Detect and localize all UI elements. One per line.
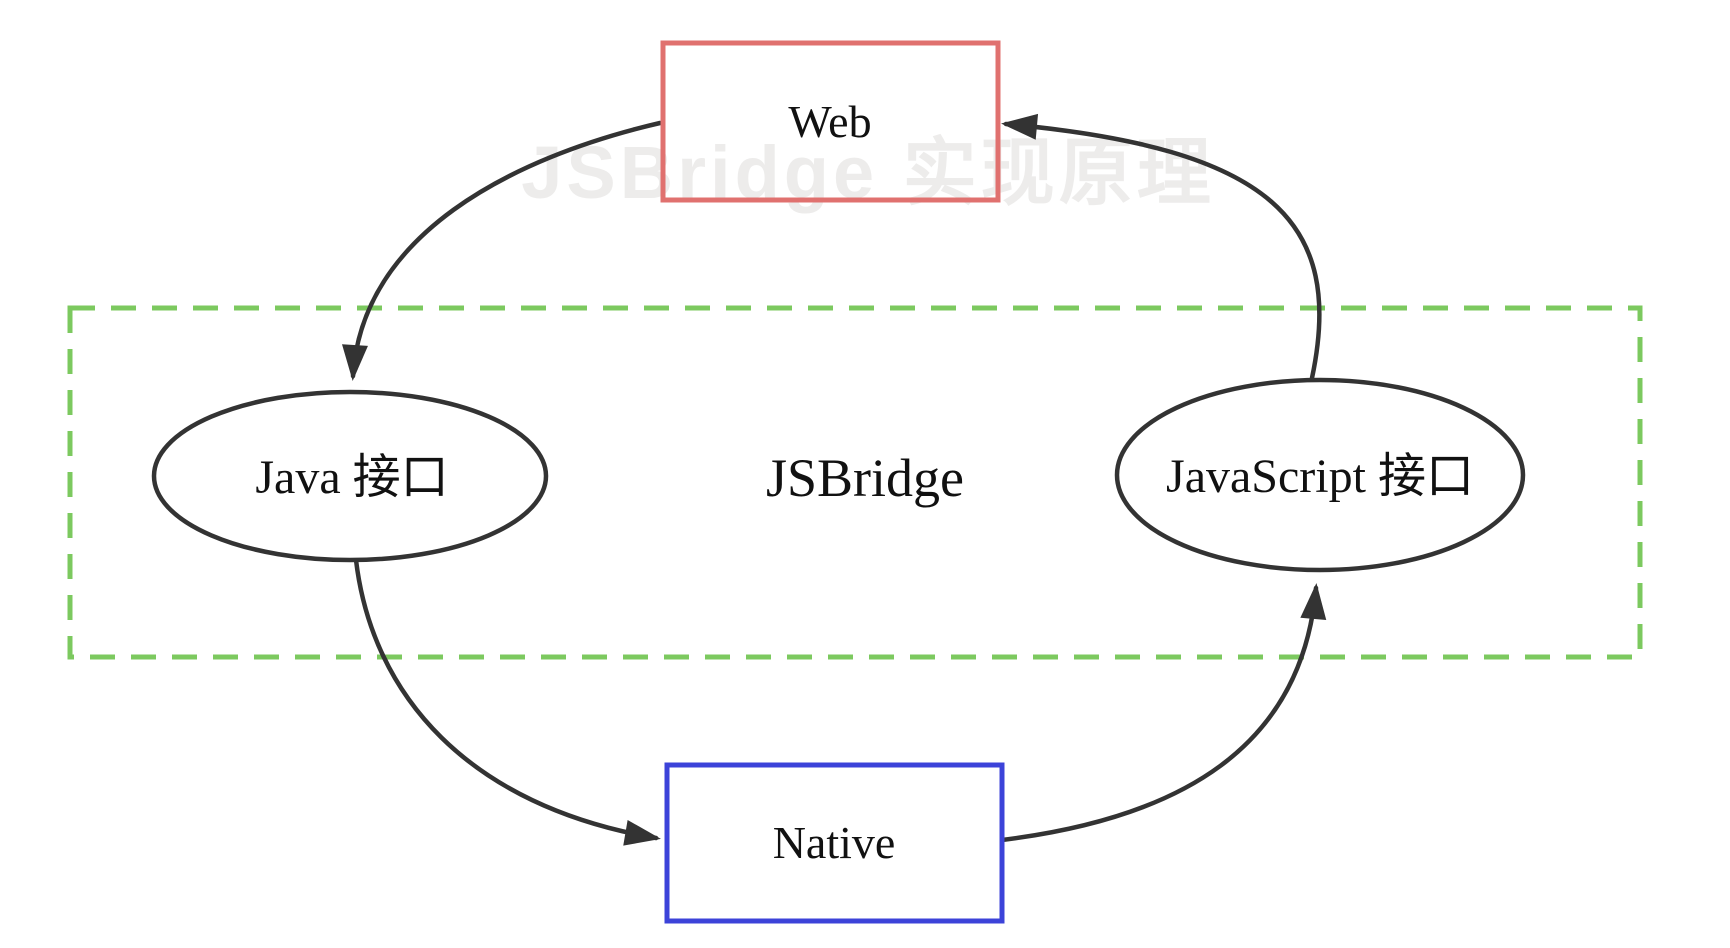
- bridge-layer-boundary: [67, 305, 1643, 660]
- jsbridge-center-label: JSBridge: [766, 448, 964, 508]
- javascript-interface-label: JavaScript 接口: [1166, 450, 1474, 503]
- native-node-label: Native: [773, 817, 896, 868]
- edge-javascript-interface-to-web: [1001, 113, 1322, 381]
- java-interface-node: [151, 389, 549, 563]
- javascript-interface-node: [1114, 377, 1526, 573]
- native-node: [664, 762, 1005, 924]
- java-interface-label: Java 接口: [255, 451, 448, 504]
- edge-java-interface-to-native: [353, 557, 661, 846]
- web-node: [660, 40, 1001, 203]
- web-node-label: Web: [788, 96, 871, 147]
- edge-web-to-java-interface: [342, 120, 663, 381]
- edge-native-to-javascript-interface: [999, 583, 1327, 843]
